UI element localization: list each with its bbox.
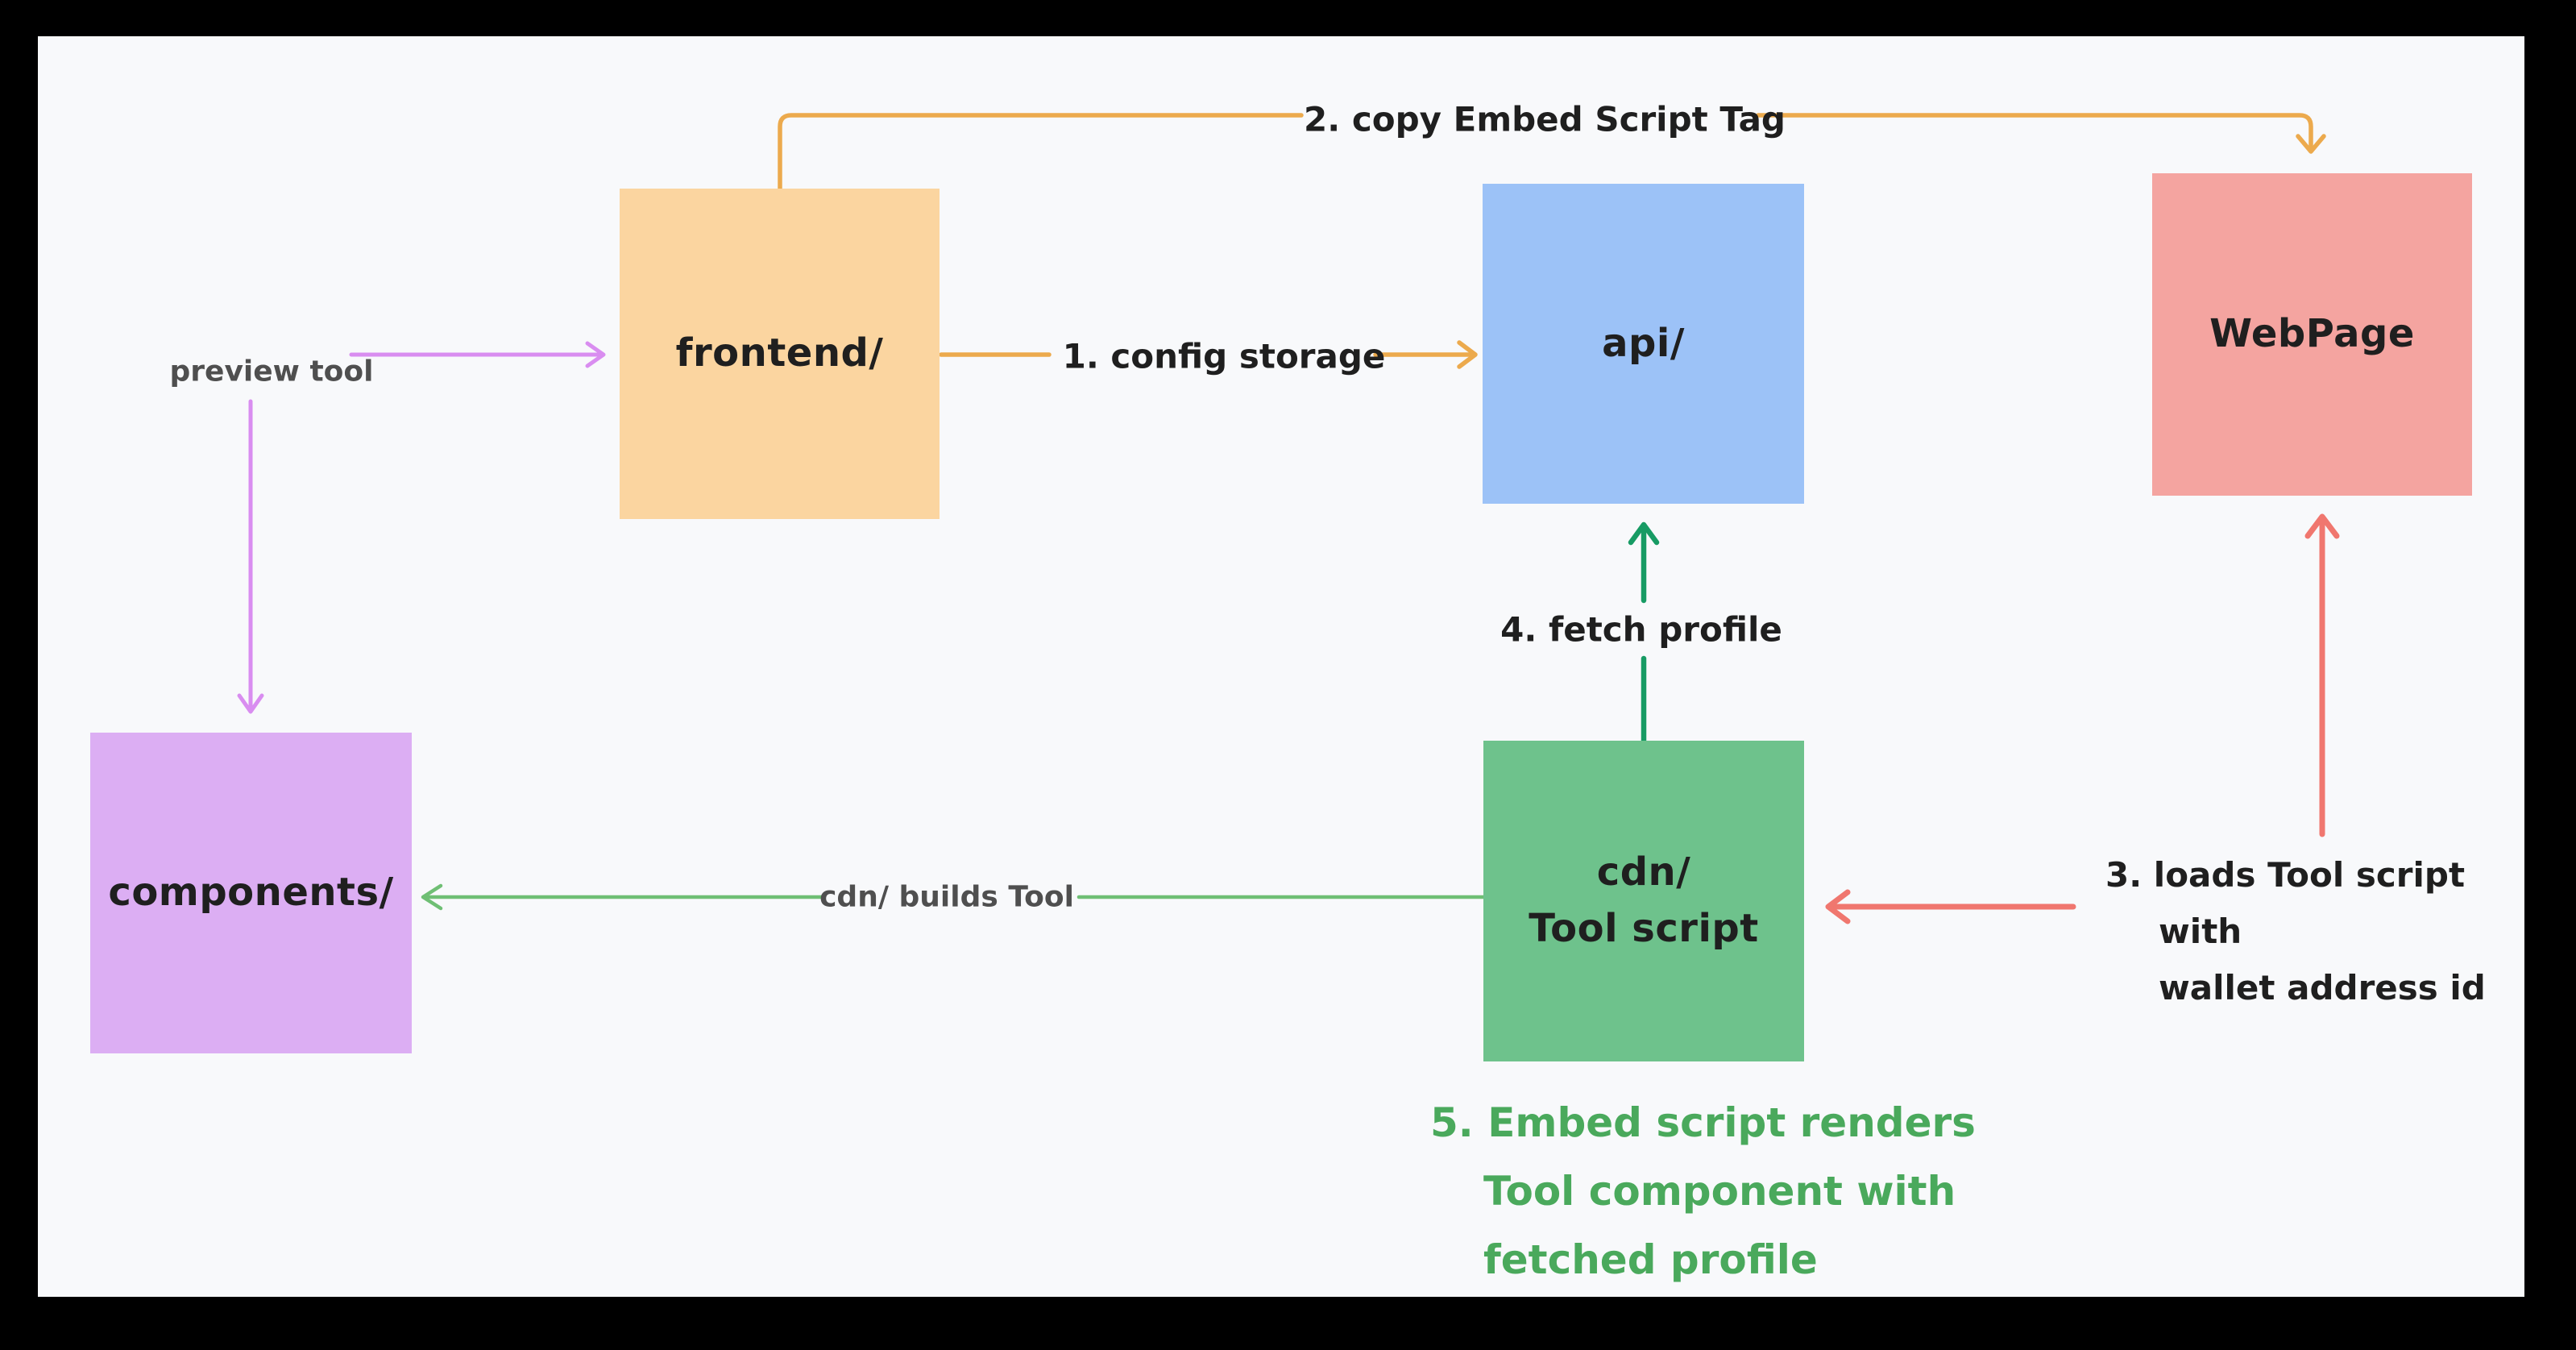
node-cdn-label-line1: cdn/ <box>1596 849 1691 895</box>
node-cdn-tool-script[interactable]: cdn/ Tool script <box>1483 741 1804 1071</box>
note-embed-script-renders[interactable]: 5. Embed script renders Tool component w… <box>1430 1089 1976 1294</box>
node-api-label: api/ <box>1602 320 1685 366</box>
node-frontend[interactable]: frontend/ <box>620 189 940 529</box>
embed-renders-line3: fetched profile <box>1483 1236 1818 1283</box>
arrowhead-up-icon <box>1628 521 1660 546</box>
arrowhead-down-icon <box>2296 134 2326 154</box>
edge-label-config-storage[interactable]: 1. config storage <box>1062 336 1386 376</box>
edge-label-preview-tool[interactable]: preview tool <box>169 355 374 388</box>
node-webpage-label: WebPage <box>2209 311 2415 357</box>
edge-label-loads-tool-script[interactable]: 3. loads Tool script with wallet address… <box>2105 847 2486 1016</box>
embed-renders-line1: 5. Embed script renders <box>1430 1099 1976 1146</box>
arrowhead-right-icon <box>585 341 606 368</box>
edge-config-storage[interactable] <box>939 340 1478 369</box>
embed-renders-line2: Tool component with <box>1483 1168 1956 1215</box>
edge-label-cdn-builds-tool[interactable]: cdn/ builds Tool <box>819 880 1074 914</box>
edge-copy-embed-script[interactable] <box>778 113 2326 191</box>
arrowhead-left-icon <box>1825 889 1851 924</box>
edge-loads-tool-script[interactable] <box>1825 513 2340 924</box>
node-components[interactable]: components/ <box>90 733 412 1063</box>
edge-label-copy-embed-script-tag[interactable]: 2. copy Embed Script Tag <box>1304 99 1786 139</box>
node-api[interactable]: api/ <box>1483 184 1804 513</box>
edge-cdn-builds-tool[interactable] <box>421 883 1486 911</box>
edges-overlay <box>237 113 2340 924</box>
node-webpage[interactable]: WebPage <box>2152 173 2472 505</box>
arrowhead-down-icon <box>237 693 264 714</box>
arrowhead-left-icon <box>421 883 443 911</box>
node-frontend-label: frontend/ <box>675 330 884 376</box>
edge-label-fetch-profile[interactable]: 4. fetch profile <box>1500 609 1782 650</box>
loads-tool-line1: 3. loads Tool script <box>2105 855 2466 895</box>
edge-preview-tool-to-frontend[interactable] <box>349 341 606 368</box>
arrowhead-right-icon <box>1457 340 1478 369</box>
arrowhead-up-icon <box>2304 513 2340 539</box>
edge-fetch-profile[interactable] <box>1628 521 1660 744</box>
node-components-label: components/ <box>108 870 394 916</box>
whiteboard-canvas[interactable]: frontend/ api/ WebPage components/ cdn/ … <box>38 36 2524 1297</box>
edge-preview-tool-to-components[interactable] <box>237 399 264 714</box>
node-cdn-label: cdn/ Tool script <box>1529 845 1758 957</box>
loads-tool-line3: wallet address id <box>2159 968 2486 1007</box>
node-cdn-label-line2: Tool script <box>1529 906 1759 951</box>
loads-tool-line2: with <box>2159 912 2242 951</box>
